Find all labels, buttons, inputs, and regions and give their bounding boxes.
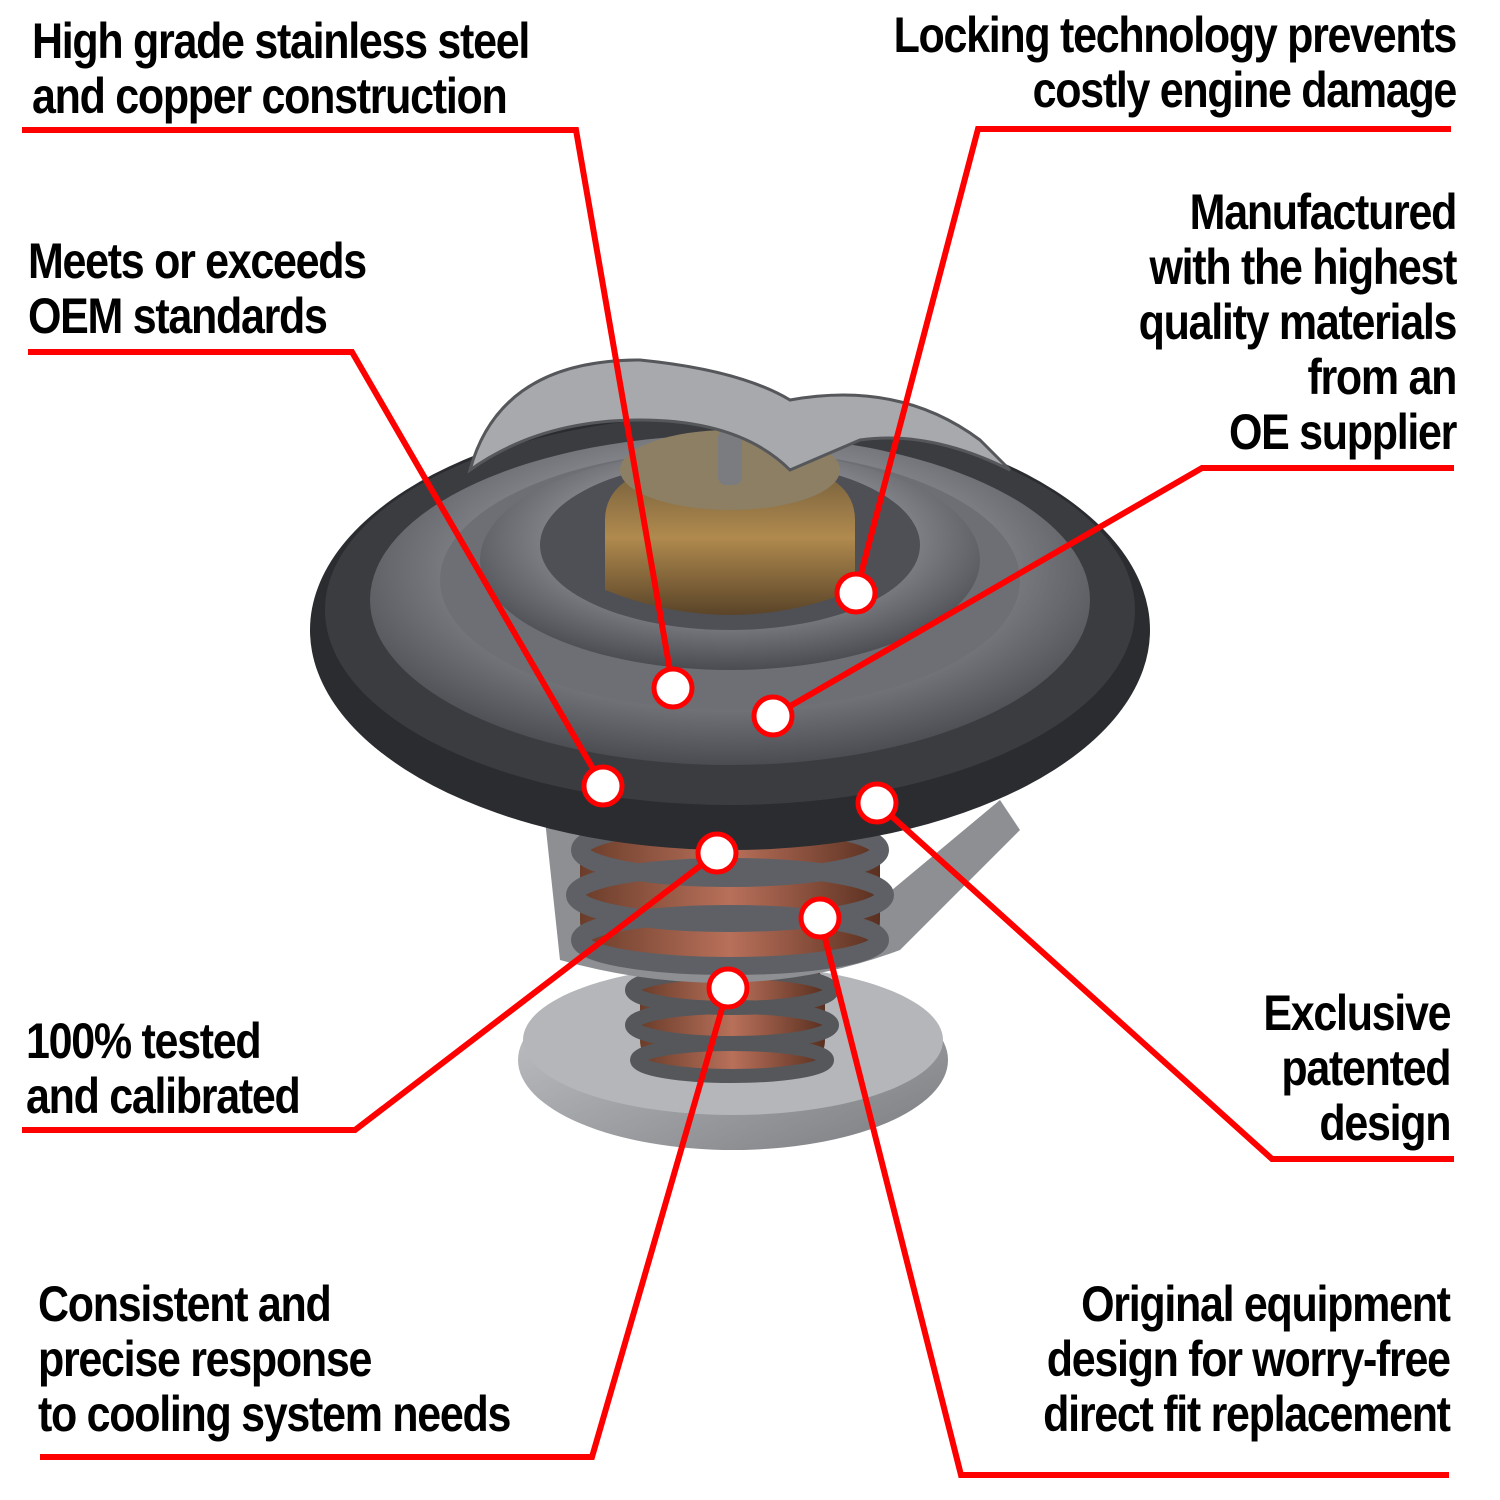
leader-line-stainless bbox=[22, 127, 676, 689]
callout-line: costly engine damage bbox=[1032, 62, 1458, 118]
callout-dot-direct-fit bbox=[798, 896, 842, 940]
callout-line: OE supplier bbox=[1228, 404, 1457, 460]
callout-dots bbox=[581, 571, 899, 1010]
callout-tested: 100% tested and calibrated bbox=[26, 1013, 301, 1124]
leader-lines bbox=[22, 126, 1454, 1478]
callout-direct-fit: Original equipment design for worry-free… bbox=[1043, 1276, 1451, 1442]
leader-line-direct-fit bbox=[817, 917, 1449, 1478]
callout-line: and copper construction bbox=[32, 68, 508, 124]
callout-line: Meets or exceeds bbox=[28, 233, 367, 289]
callout-line: from an bbox=[1307, 349, 1457, 405]
callout-line: with the highest bbox=[1149, 239, 1457, 295]
leader-line-patented bbox=[874, 800, 1454, 1162]
leader-line-oem-standards bbox=[28, 349, 606, 788]
callout-line: Consistent and bbox=[38, 1276, 332, 1332]
callout-dot-locking bbox=[834, 571, 878, 615]
callout-dot-stainless bbox=[651, 666, 695, 710]
callout-oem-standards: Meets or exceeds OEM standards bbox=[28, 233, 367, 344]
callout-dot-oem-standards bbox=[581, 764, 625, 808]
callout-line: direct fit replacement bbox=[1043, 1386, 1451, 1442]
callout-materials: Manufactured with the highest quality ma… bbox=[1138, 184, 1458, 460]
callout-line: to cooling system needs bbox=[38, 1386, 511, 1442]
callout-line: design bbox=[1319, 1095, 1451, 1151]
callout-line: Locking technology prevents bbox=[893, 7, 1458, 63]
callout-line: design for worry-free bbox=[1046, 1331, 1451, 1387]
callout-line: High grade stainless steel bbox=[32, 13, 530, 69]
top-bridge bbox=[467, 358, 1012, 474]
callout-line: Original equipment bbox=[1081, 1276, 1451, 1332]
callout-dot-materials bbox=[751, 694, 795, 738]
callout-stainless: High grade stainless steel and copper co… bbox=[32, 13, 530, 124]
callout-line: Manufactured bbox=[1189, 184, 1458, 240]
callout-line: OEM standards bbox=[28, 288, 328, 344]
leader-line-locking bbox=[853, 126, 1451, 594]
callout-line: precise response bbox=[38, 1331, 372, 1387]
leader-line-materials bbox=[771, 465, 1454, 719]
callout-line: Exclusive bbox=[1263, 985, 1451, 1041]
leader-line-tested bbox=[22, 850, 719, 1133]
callout-dot-response bbox=[706, 966, 750, 1010]
callout-dot-patented bbox=[855, 781, 899, 825]
callout-response: Consistent and precise response to cooli… bbox=[38, 1276, 511, 1442]
callout-patented: Exclusive patented design bbox=[1263, 985, 1451, 1151]
callout-line: 100% tested bbox=[26, 1013, 262, 1069]
callout-line: patented bbox=[1281, 1040, 1451, 1096]
callout-line: quality materials bbox=[1138, 294, 1458, 350]
callout-dot-tested bbox=[695, 831, 739, 875]
leader-line-response bbox=[40, 987, 731, 1460]
callout-locking: Locking technology prevents costly engin… bbox=[893, 7, 1458, 118]
callout-line: and calibrated bbox=[26, 1068, 301, 1124]
